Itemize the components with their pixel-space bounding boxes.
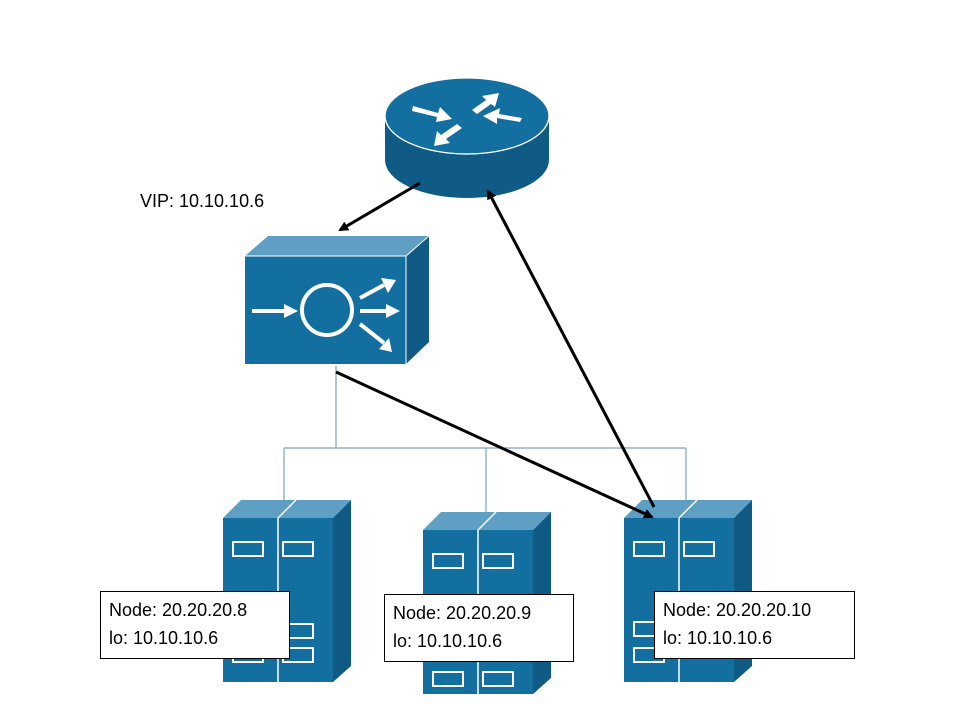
vip-label: VIP: 10.10.10.6 — [140, 191, 265, 211]
arrow-server-3-to-router — [486, 189, 656, 508]
loopback-address: lo: 10.10.10.6 — [109, 628, 219, 648]
router-icon — [384, 77, 550, 198]
loopback-address: lo: 10.10.10.6 — [663, 628, 773, 648]
lb-server-connector-lines — [283, 366, 687, 512]
load-balancer-icon — [245, 235, 430, 364]
node-info-box: Node: 20.20.20.10 lo: 10.10.10.6 — [654, 591, 855, 659]
node-address: Node: 20.20.20.9 — [393, 603, 532, 623]
node-info-box: Node: 20.20.20.8 lo: 10.10.10.6 — [100, 591, 290, 659]
arrow-load-balancer-to-server-3 — [335, 370, 654, 519]
arrow-router-to-load-balancer — [338, 181, 421, 232]
node-info-box: Node: 20.20.20.9 lo: 10.10.10.6 — [384, 594, 574, 662]
loopback-address: lo: 10.10.10.6 — [393, 631, 503, 651]
node-address: Node: 20.20.20.8 — [109, 600, 248, 620]
node-address: Node: 20.20.20.10 — [663, 600, 812, 620]
